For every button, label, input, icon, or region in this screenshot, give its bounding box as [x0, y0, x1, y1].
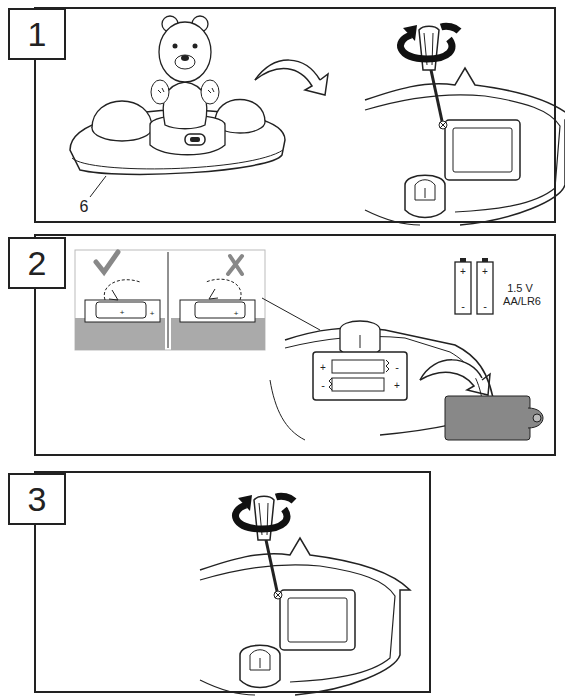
polarity-mark: - — [461, 300, 465, 312]
label-holder: + — [234, 302, 239, 320]
polarity-mark: - — [483, 300, 487, 312]
label-holder: + — [120, 301, 125, 319]
label-holder: + — [394, 375, 400, 393]
step-number-box: 3 — [8, 473, 66, 525]
label-holder: + — [150, 302, 155, 320]
battery-spec: AA/LR6 — [503, 295, 541, 307]
polarity-mark: + — [120, 308, 125, 317]
callout-number: 6 — [80, 198, 89, 215]
label-holder: - — [395, 357, 399, 375]
battery-spec: 1.5 V — [507, 282, 533, 294]
label-holder: - — [483, 296, 487, 314]
polarity-mark: + — [482, 266, 488, 277]
polarity-mark: - — [395, 361, 399, 373]
step-number: 1 — [28, 17, 47, 51]
label-holder: 1.5 V — [507, 278, 533, 296]
step-number: 2 — [28, 246, 47, 280]
step-number-box: 2 — [8, 237, 66, 289]
label-holder: - — [461, 296, 465, 314]
polarity-mark: + — [394, 380, 400, 391]
polarity-mark: + — [460, 266, 466, 277]
label-holder: + — [320, 357, 326, 375]
polarity-mark: + — [150, 309, 155, 318]
label-holder: 6 — [80, 198, 89, 216]
label-holder: + — [460, 261, 466, 279]
label-holder: AA/LR6 — [503, 291, 541, 309]
polarity-mark: - — [321, 379, 325, 391]
polarity-mark: + — [320, 362, 326, 373]
label-holder: + — [482, 261, 488, 279]
polarity-mark: + — [234, 309, 239, 318]
label-holder: - — [321, 375, 325, 393]
step-number-box: 1 — [8, 8, 66, 60]
step-number: 3 — [28, 482, 47, 516]
